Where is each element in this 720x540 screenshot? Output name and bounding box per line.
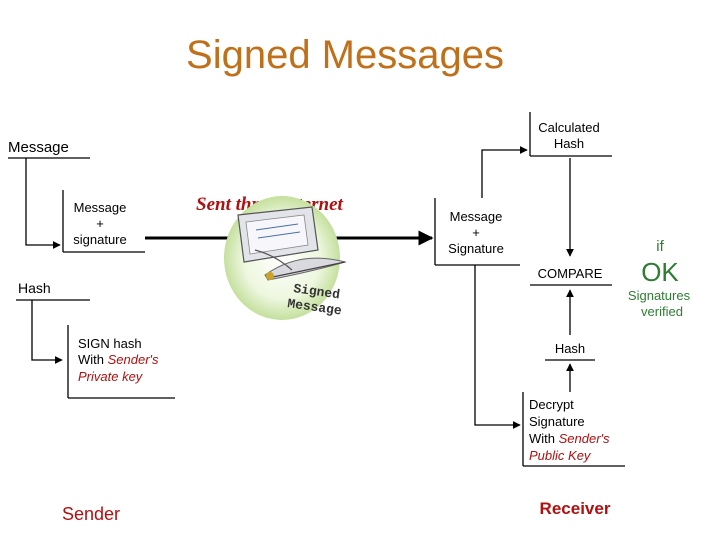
decrypt-line3-prefix: With bbox=[529, 431, 559, 446]
sign-hash-private-key: Private key bbox=[78, 369, 144, 384]
result-ok: OK bbox=[641, 257, 679, 287]
sender-signed-line2: + bbox=[96, 216, 104, 231]
recv-signed-line1: Message bbox=[450, 209, 503, 224]
clipart-text-signed: Signed bbox=[292, 281, 340, 302]
quill-and-envelope-icon bbox=[224, 196, 347, 320]
connector-to-calculated-hash bbox=[481, 146, 528, 198]
receiver-label: Receiver bbox=[540, 499, 611, 518]
compare-label: COMPARE bbox=[538, 266, 603, 281]
sender-hash-label: Hash bbox=[18, 280, 51, 296]
result-verified-line2: verified bbox=[641, 304, 683, 319]
sender-signed-line1: Message bbox=[74, 200, 127, 215]
decrypt-line2: Signature bbox=[529, 414, 585, 429]
decrypt-sender-highlight: Sender's bbox=[559, 431, 610, 446]
sender-label: Sender bbox=[62, 504, 120, 524]
page-title: Signed Messages bbox=[186, 33, 504, 77]
decrypt-line1: Decrypt bbox=[529, 397, 574, 412]
sign-hash-line2-prefix: With bbox=[78, 352, 108, 367]
decrypt-line3: With Sender's bbox=[529, 431, 610, 446]
recv-signed-line2: + bbox=[472, 225, 480, 240]
recv-signed-line3: Signature bbox=[448, 241, 504, 256]
connector-message-to-signed bbox=[25, 158, 61, 249]
result-if: if bbox=[656, 238, 664, 255]
sign-hash-sender-highlight: Sender's bbox=[108, 352, 159, 367]
connector-hash-to-sign bbox=[31, 300, 63, 364]
receiver-hash-label: Hash bbox=[555, 341, 585, 356]
sender-signed-line3: signature bbox=[73, 232, 126, 247]
connector-signed-to-decrypt bbox=[474, 265, 521, 429]
sign-hash-line2: With Sender's bbox=[78, 352, 159, 367]
sender-message-label: Message bbox=[8, 139, 69, 156]
decrypt-public-key: Public Key bbox=[529, 448, 592, 463]
calculated-hash-line2: Hash bbox=[554, 136, 584, 151]
result-verified-line1: Signatures bbox=[628, 288, 691, 303]
sign-hash-line1: SIGN hash bbox=[78, 336, 142, 351]
calculated-hash-line1: Calculated bbox=[538, 120, 599, 135]
